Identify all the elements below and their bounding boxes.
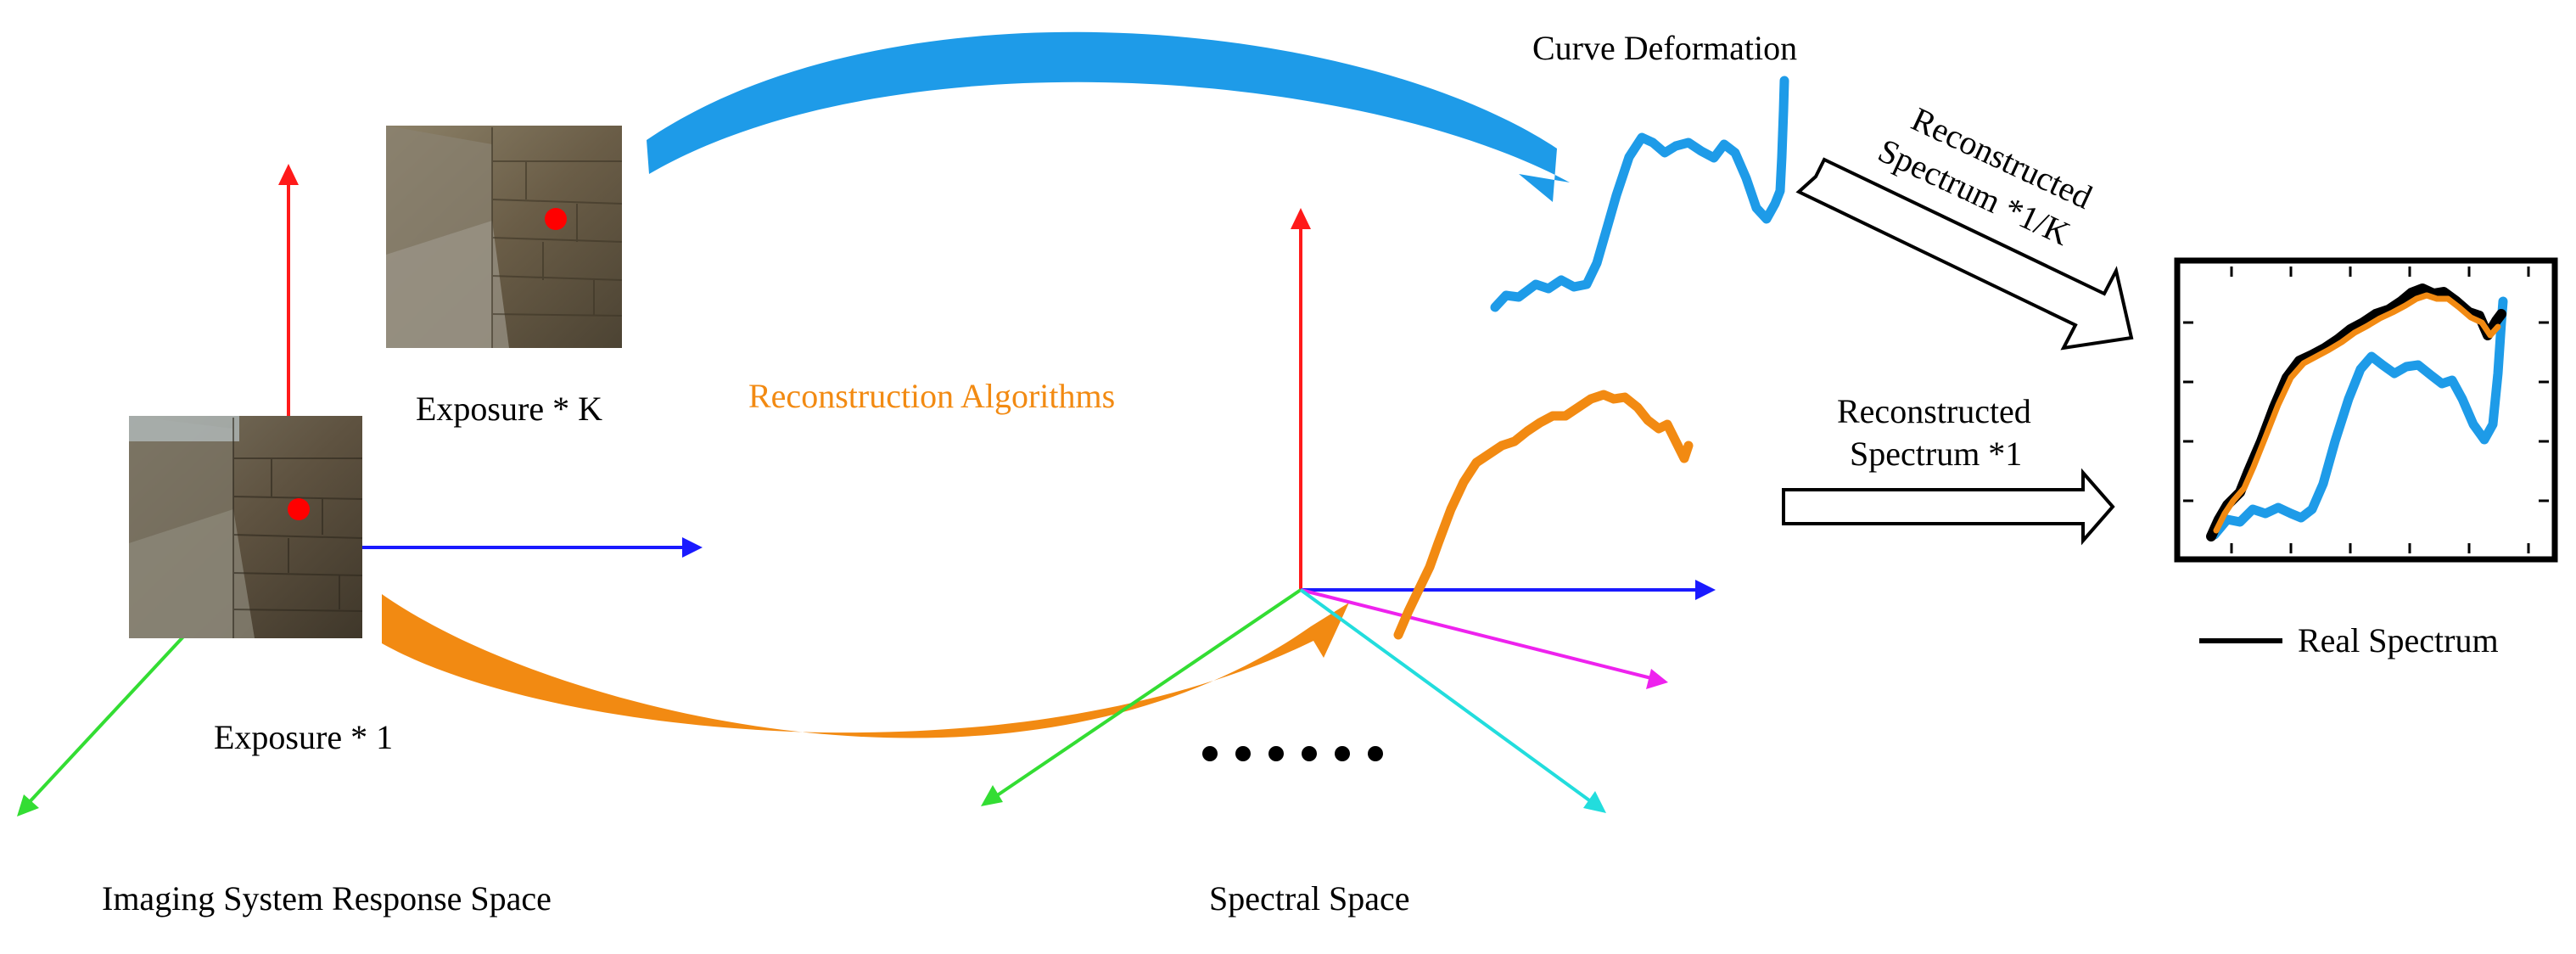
exposure-k-sample-point (545, 208, 567, 230)
spectral-axis-blue-head (1695, 580, 1716, 600)
spectral-axis-red-head (1291, 208, 1311, 229)
reconstructed-1-line2: Spectrum *1 (1850, 435, 2022, 473)
real-spectrum-label: Real Spectrum (2298, 621, 2499, 659)
exposure-1-sample-point (288, 498, 310, 520)
exposure-k-photo (386, 126, 623, 348)
imaging-space-label: Imaging System Response Space (102, 879, 552, 918)
blue-curved-arrow (647, 31, 1570, 203)
orange-curved-arrow (382, 594, 1349, 738)
orange-spectrum-curve (1393, 390, 1694, 640)
imaging-axis-green-head (17, 794, 39, 817)
result-blue-curve (2209, 296, 2508, 540)
curve-deformation-label: Curve Deformation (1532, 29, 1797, 67)
reconstructed-1-line1: Reconstructed (1837, 392, 2031, 430)
deformed-blue-spectrum-curve (1490, 76, 1789, 312)
spectral-axis-magenta (1300, 588, 1655, 681)
exposure-k-label: Exposure * K (416, 390, 602, 428)
reconstructed-k-hollow-arrow (1795, 157, 2134, 351)
result-plot (2174, 257, 2558, 563)
spectral-axis-green (989, 588, 1302, 801)
spectral-space-label: Spectral Space (1209, 879, 1410, 918)
spectral-axis-green-head (981, 785, 1003, 806)
exposure-1-photo (129, 416, 363, 638)
spectral-axis-magenta-head (1646, 669, 1668, 689)
reconstructed-1-hollow-arrow (1782, 468, 2115, 546)
spectral-axes (981, 208, 1716, 813)
result-orange-curve (2213, 292, 2501, 534)
imaging-axis-red-head (278, 164, 299, 185)
reconstruction-algorithms-label: Reconstruction Algorithms (748, 377, 1115, 415)
ellipsis-dots (1202, 746, 1383, 761)
spectral-axis-cyan (1299, 588, 1597, 806)
exposure-1-label: Exposure * 1 (214, 718, 393, 756)
imaging-axis-blue-head (682, 537, 703, 558)
spectral-axis-cyan-head (1583, 791, 1606, 813)
